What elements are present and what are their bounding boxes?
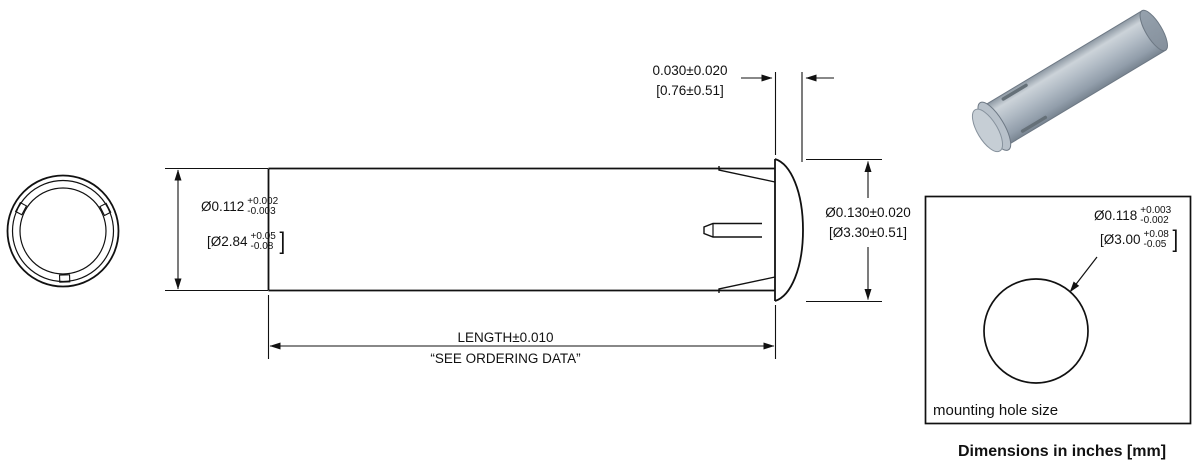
flange-thickness-dim: 0.030±0.020 [0.76±0.51]: [640, 61, 740, 100]
mounting-hole-mm-tolerance: +0.08 -0.05: [1144, 230, 1169, 250]
dome-profile: [774, 158, 804, 302]
barrel-dia-mm-value: [Ø2.84: [207, 234, 248, 250]
tolerance-minus: -0.002: [1140, 215, 1169, 226]
render-slot-bottom: [1020, 115, 1048, 133]
flange-dim-mm: [0.76±0.51]: [656, 82, 724, 98]
dimension-linework: [165, 72, 882, 359]
barrel-diameter-dim-mm: [Ø2.84 +0.05 -0.08 ]: [207, 230, 286, 254]
mounting-hole-dim-in: Ø0.118 +0.003 -0.002: [1094, 206, 1171, 226]
part-3d-render: [971, 9, 1168, 153]
head-dia-extension-lines: [806, 158, 882, 303]
render-end-cap: [1139, 9, 1168, 52]
render-slot-top: [1001, 83, 1028, 101]
mounting-hole-dim-mm: [Ø3.00 +0.08 -0.05 ]: [1100, 228, 1179, 252]
flange-extension-lines: [774, 72, 803, 162]
head-dim-mm: [Ø3.30±0.51]: [829, 224, 907, 240]
barrel-dia-value: Ø0.112: [201, 199, 245, 215]
length-dim-label: LENGTH±0.010: [457, 330, 554, 345]
front-view-mid-circle: [11, 179, 115, 283]
mounting-hole-dia-value: Ø0.118: [1094, 208, 1138, 224]
tolerance-plus: +0.002: [247, 196, 279, 207]
top-retention-clip: [718, 166, 776, 183]
tolerance-minus: -0.05: [1143, 239, 1167, 250]
tolerance-minus: -0.003: [247, 206, 276, 217]
front-view: [6, 174, 120, 288]
render-body: [981, 10, 1167, 147]
tolerance-plus: +0.08: [1143, 229, 1169, 240]
closing-bracket: ]: [279, 228, 286, 255]
mounting-hole-frame: [924, 195, 1192, 425]
front-view-inner-circle: [19, 187, 107, 275]
head-dim-in: Ø0.130±0.020: [825, 205, 911, 220]
mounting-hole-circle: [983, 278, 1089, 384]
barrel-outline: [267, 167, 775, 292]
side-view: [267, 158, 804, 302]
mounting-hole-box: [924, 195, 1192, 425]
closing-bracket: ]: [1172, 226, 1179, 253]
front-view-outer-circle: [6, 174, 120, 288]
mounting-hole-mm-value: [Ø3.00: [1100, 232, 1141, 248]
length-extension-lines: [267, 295, 777, 359]
barrel-dia-mm-tolerance: +0.05 -0.08: [251, 232, 276, 252]
head-diameter-dim: Ø0.130±0.020 [Ø3.30±0.51]: [818, 203, 918, 242]
mounting-hole-leader-arrow: [1069, 256, 1098, 293]
mounting-hole-label: mounting hole size: [933, 402, 1059, 419]
front-view-clip-tabs: [14, 201, 112, 283]
units-caption: Dimensions in inches [mm]: [958, 443, 1167, 460]
tolerance-plus: +0.003: [1140, 205, 1172, 216]
barrel-diameter-dim-in: Ø0.112 +0.002 -0.003: [201, 197, 278, 217]
barrel-dia-tolerance: +0.002 -0.003: [247, 197, 278, 217]
flange-dim-in: 0.030±0.020: [652, 63, 728, 78]
barrel-dia-extension-lines: [165, 167, 268, 292]
mounting-hole-tolerance: +0.003 -0.002: [1140, 206, 1171, 226]
center-latch: [703, 222, 762, 238]
tolerance-plus: +0.05: [250, 231, 276, 242]
render-dome: [971, 108, 1004, 153]
tolerance-minus: -0.08: [250, 241, 274, 252]
length-dim-note: “SEE ORDERING DATA”: [430, 351, 581, 366]
bottom-retention-clip: [718, 276, 776, 293]
